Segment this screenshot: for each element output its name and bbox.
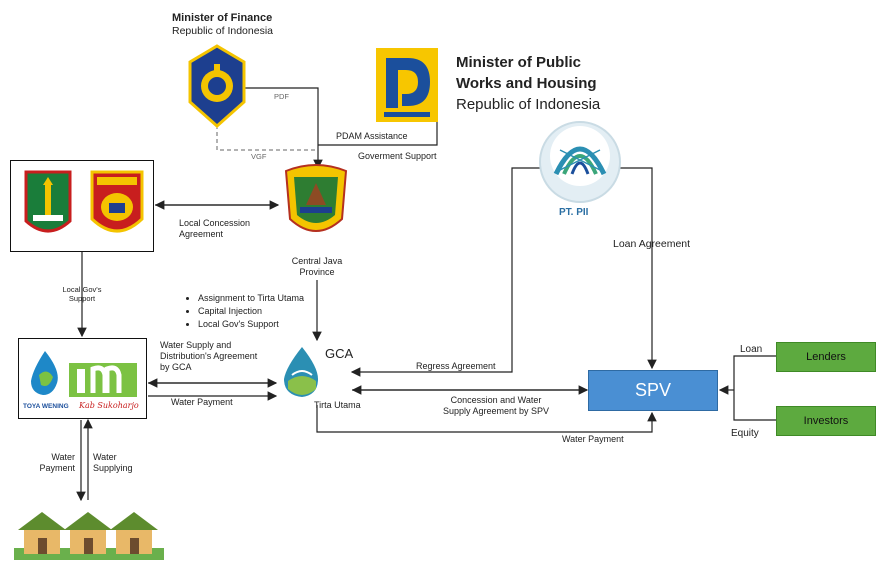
local-gov-support-label: Local Gov's Support xyxy=(58,285,106,303)
central-java-bullets: Assignment to Tirta Utama Capital Inject… xyxy=(188,292,304,331)
kabupaten-crest-icon xyxy=(89,169,145,243)
water-payment-vertical-label: Water Payment xyxy=(35,452,75,474)
vgf-label: VGF xyxy=(251,152,267,161)
water-supply-dist-line-2: Distribution's Agreement xyxy=(160,351,258,361)
pt-pii-logo-icon xyxy=(538,120,622,204)
bullet-item: Capital Injection xyxy=(198,305,304,318)
central-java-line-1: Central Java xyxy=(291,256,343,266)
investors-label: Investors xyxy=(803,415,849,427)
minister-finance-title: Minister of Finance xyxy=(172,12,273,24)
central-java-line-2: Province xyxy=(299,267,335,277)
loan-label: Loan xyxy=(740,344,763,355)
toya-wening-logo-icon xyxy=(27,349,63,397)
local-concession-line-1: Local Concession xyxy=(179,218,251,228)
kab-sukoharjo-text: Kab Sukoharjo xyxy=(79,401,139,410)
houses-icon xyxy=(14,506,164,566)
local-gov-support-line-1: Local Gov's xyxy=(62,285,102,294)
pt-pii-label: PT. PII xyxy=(559,207,589,218)
minister-finance-subtitle: Republic of Indonesia xyxy=(172,25,273,37)
regress-agreement-label: Regress Agreement xyxy=(416,361,496,371)
spv-box: SPV xyxy=(588,370,718,411)
water-supply-distribution-label: Water Supply and Distribution's Agreemen… xyxy=(160,340,257,373)
minister-public-works-label: Minister of Public Works and Housing Rep… xyxy=(456,52,600,115)
central-java-label: Central Java Province xyxy=(290,256,344,278)
government-support-label: Goverment Support xyxy=(358,151,437,161)
toya-wening-text: TOYA WENING xyxy=(23,403,69,410)
pdam-logos: TOYA WENING Kab Sukoharjo xyxy=(18,338,147,419)
central-java-crest-icon xyxy=(280,163,352,241)
investors-box: Investors xyxy=(776,406,876,436)
water-supplying-label: Water Supplying xyxy=(93,452,133,474)
water-payment-vert-line-1: Water xyxy=(51,452,75,462)
bullet-item: Assignment to Tirta Utama xyxy=(198,292,304,305)
equity-label: Equity xyxy=(731,428,759,439)
water-supplying-line-2: Supplying xyxy=(93,463,133,473)
sukoharjo-crest-icon xyxy=(23,169,73,243)
minister-finance-label: Minister of Finance Republic of Indonesi… xyxy=(172,12,273,38)
spv-label: SPV xyxy=(634,380,672,400)
bullet-item: Local Gov's Support xyxy=(198,318,304,331)
minister-public-works-title-2: Works and Housing xyxy=(456,75,597,92)
lenders-label: Lenders xyxy=(806,351,846,363)
lenders-box: Lenders xyxy=(776,342,876,372)
local-concession-label: Local Concession Agreement xyxy=(179,218,250,240)
water-supply-dist-line-1: Water Supply and xyxy=(160,340,232,350)
kemenkeu-logo-icon xyxy=(186,44,248,129)
minister-public-works-title-1: Minister of Public xyxy=(456,54,582,71)
water-supply-dist-line-3: by GCA xyxy=(160,362,192,372)
concession-line-2: Supply Agreement by SPV xyxy=(442,406,550,416)
loan-agreement-label: Loan Agreement xyxy=(613,238,691,250)
water-payment-left-label: Water Payment xyxy=(171,397,233,407)
kab-sukoharjo-logo-icon xyxy=(67,355,139,399)
local-government-logos xyxy=(10,160,154,252)
local-concession-line-2: Agreement xyxy=(179,229,224,239)
pupr-logo-icon xyxy=(376,48,438,122)
concession-line-1: Concession and Water xyxy=(450,395,542,405)
minister-public-works-subtitle: Republic of Indonesia xyxy=(456,96,601,113)
local-gov-support-line-2: Support xyxy=(68,294,96,303)
tirta-utama-logo-icon xyxy=(278,345,324,401)
water-payment-vert-line-2: Payment xyxy=(39,463,75,473)
pdf-label: PDF xyxy=(274,92,289,101)
tirta-utama-label: Tirta Utama xyxy=(314,400,361,410)
pdam-assistance-label: PDAM Assistance xyxy=(336,131,408,141)
concession-agreement-label: Concession and Water Supply Agreement by… xyxy=(430,395,562,417)
water-supplying-line-1: Water xyxy=(93,452,117,462)
gca-label: GCA xyxy=(325,346,354,361)
water-payment-bottom-label: Water Payment xyxy=(562,434,624,444)
